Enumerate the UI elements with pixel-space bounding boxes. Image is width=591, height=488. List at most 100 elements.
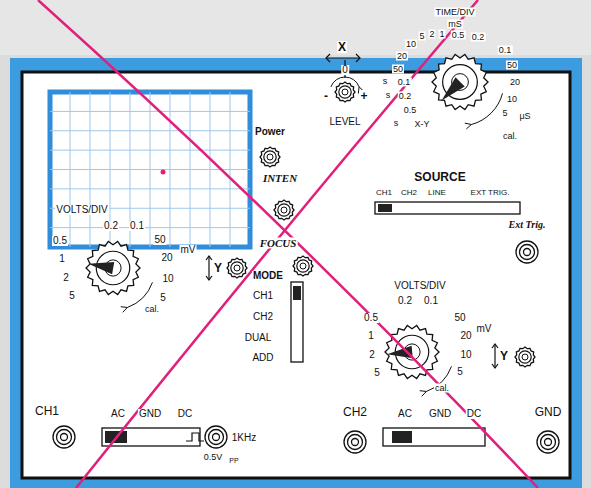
panel-label: FOCUS [259,238,298,249]
y-arrow-head-up-1 [492,344,498,348]
panel-label: 0.2 [103,221,119,231]
panel-label: 5 [456,367,464,377]
panel-label: LINE [427,189,447,197]
ch2-y-knob [515,347,535,367]
time-div-knob [432,54,488,109]
x-arrow-head-left [326,54,330,62]
panel-label: 50 [153,235,166,245]
panel-label: VOLTS/DIV [55,205,109,215]
panel-label: 0.1 [129,221,145,231]
panel-label: GND [428,409,452,419]
panel-label: 5 [418,32,425,41]
ch2-volts-div-knob [385,325,439,378]
panel-label: CH1 [375,189,393,197]
panel-label: 10 [459,350,472,360]
panel-label: 0 [341,65,349,75]
panel-label: LEVEL [328,117,361,127]
panel-label: CH1 [34,405,60,417]
panel-label: 20 [459,331,472,341]
panel-label: DUAL [244,333,273,343]
panel-label: INTEN [262,173,298,184]
panel-label: 5 [159,293,167,303]
panel-label: Y [213,262,223,274]
panel-label: mV [476,324,493,334]
cross-line [76,0,478,488]
panel-label: CH1 [252,291,274,301]
ch1-volts-pointer [88,262,114,274]
panel-label: 0.1 [423,296,439,306]
panel-label: PP [228,457,239,464]
source-switch [375,202,520,214]
panel-label: 0.1 [397,78,412,87]
time-cal-arrow-head [465,123,472,129]
panel-label: 10 [161,274,174,284]
panel-label: 1 [367,331,375,341]
ch1-input-jack [53,426,75,448]
y-arrow-head-down-1 [492,364,498,368]
panel-label: 0.2 [397,296,413,306]
trace-dot [161,170,166,175]
panel-label: Y [499,350,509,362]
panel-label: 0.2 [398,92,413,101]
y-arrow-1 [494,344,495,368]
ch2-coupling-switch [383,428,485,446]
front-panel [22,72,570,478]
ground-jack [537,431,559,453]
ch2-volts-pointer [387,346,413,358]
blue-frame [10,58,582,488]
panel-label: CH2 [342,406,368,418]
power-knob [260,147,280,167]
source-switch-handle [378,204,392,212]
panel-label: 0.5V [203,453,224,462]
panel-label: cal. [434,384,450,393]
ch2-coupling-switch-handle [392,431,412,443]
panel-label: 20 [160,253,173,263]
panel-label: 2 [368,350,376,360]
panel-label: GND [138,409,162,419]
panel-label: Ext Trig. [508,220,547,230]
panel-label: 5 [501,109,508,118]
time-div-pointer [442,77,465,100]
panel-label: TIME/DIV [434,8,475,17]
panel-label: 0.2 [471,33,486,42]
level-arrow [331,77,359,87]
panel-label: 0.5 [363,313,379,323]
panel-label: EXT TRIG. [470,189,511,197]
ch1-volts-div-knob [86,241,140,294]
panel-label: 20 [509,78,521,87]
panel-label: mS [447,20,463,29]
panel-label: ADD [251,353,274,363]
panel-label: VOLTS/DIV [393,281,447,291]
panel-label: CH2 [252,312,274,322]
panel-label: s [382,77,389,86]
y-arrow-0 [208,256,209,280]
panel-label: GND [534,406,563,418]
panel-label: 1 [58,254,66,264]
cross-line [38,0,538,488]
x-arrow-head-right [356,54,360,62]
ch2-cal-arrow-head [420,391,427,397]
panel-label: - [323,90,329,102]
level-knob [335,82,355,102]
square-wave-symbol [186,433,204,441]
ch1-y-knob [227,258,247,278]
panel-label: X-Y [413,120,430,129]
panel-label: 2 [428,30,435,39]
panel-label: 50 [506,61,518,70]
panel-label: AC [397,409,413,419]
focus-knob [293,256,313,276]
panel-label: cal. [144,305,160,314]
panel-label: μS [518,112,531,121]
panel-label: 10 [405,40,417,49]
mode-switch [291,282,303,362]
panel-label: 0.1 [498,46,513,55]
panel-label: CH2 [400,189,418,197]
panel-label: 5 [373,368,381,378]
x-arrow [326,57,360,58]
panel-label: + [359,90,368,102]
panel-label: cal. [502,132,518,141]
panel-label: Power [254,127,286,137]
y-arrow-head-up-0 [206,256,212,260]
